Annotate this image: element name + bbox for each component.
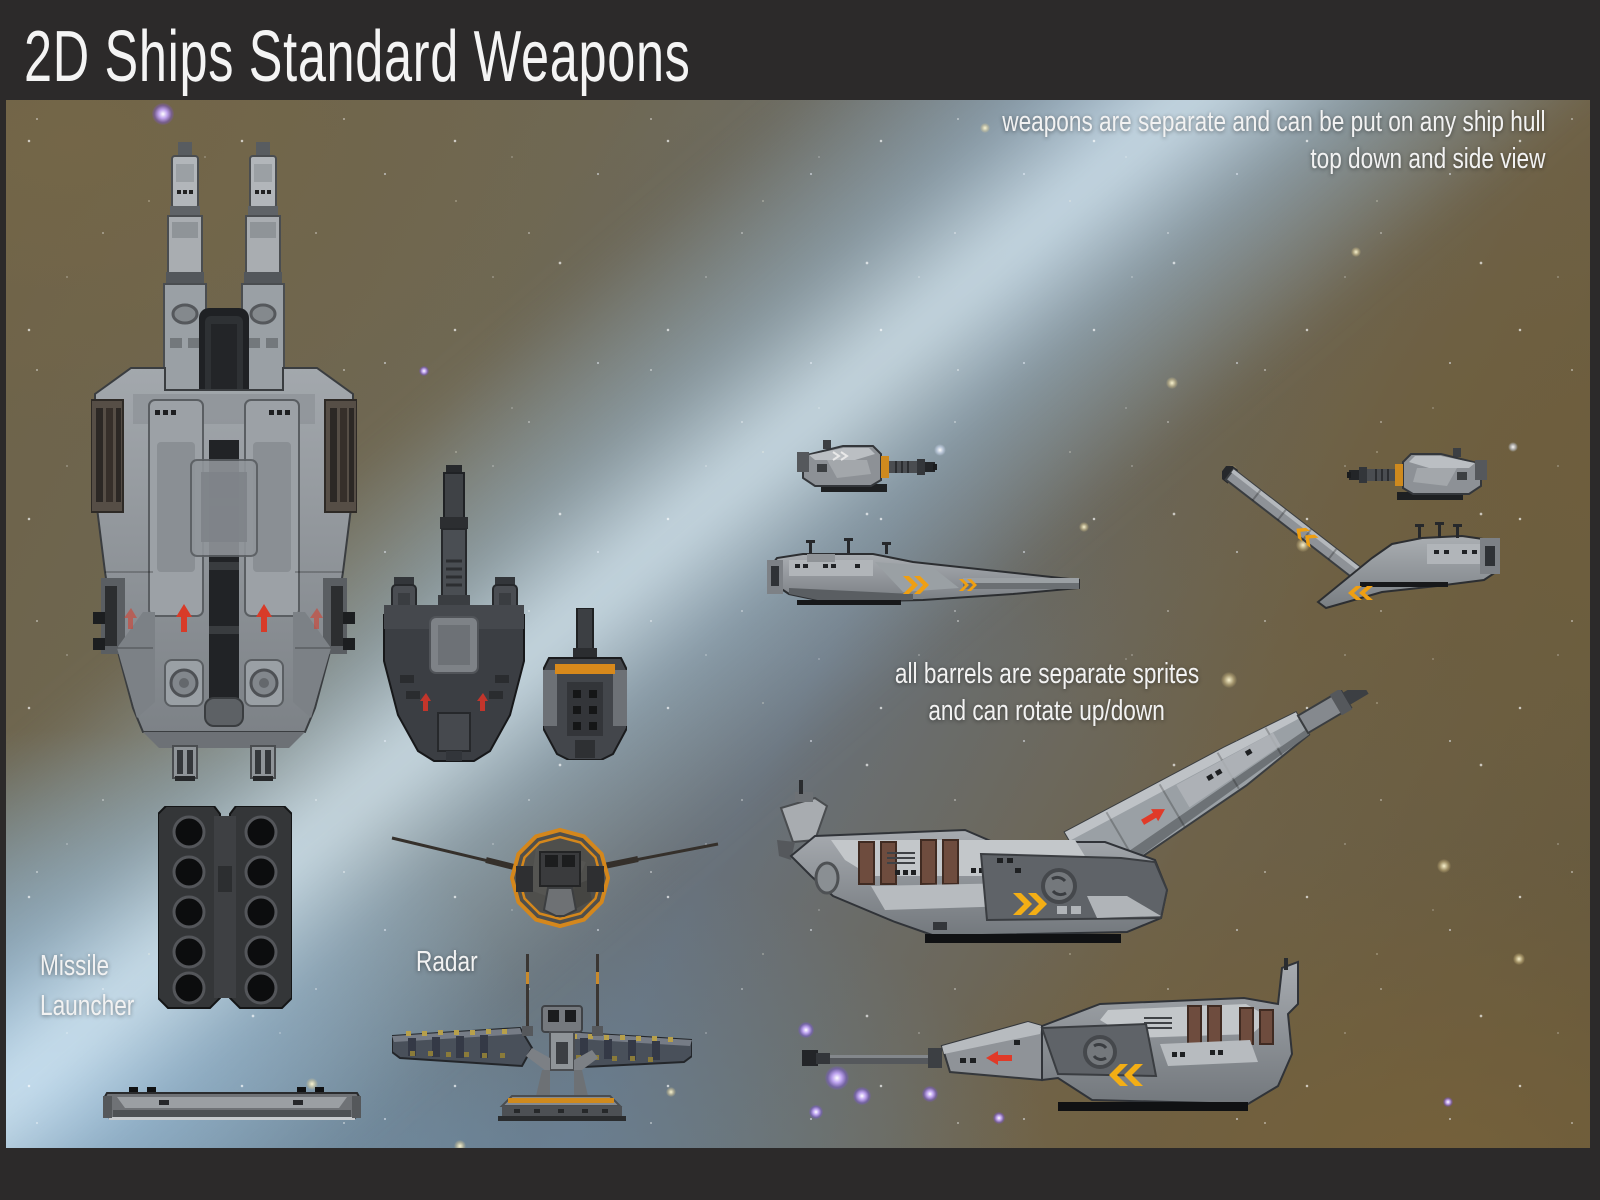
missile-launcher-topdown-sprite <box>158 806 292 1009</box>
cruiser-side-left-sprite <box>802 958 1299 1111</box>
star-glow <box>853 1087 871 1105</box>
star-glow <box>1351 247 1361 257</box>
cruiser-keel <box>925 934 1121 943</box>
small-turret-topdown-sprite <box>543 608 627 760</box>
orange-chevron-decals <box>903 576 977 594</box>
cruiser-side-right-sprite <box>777 690 1369 943</box>
star-glow <box>454 1140 466 1148</box>
yellow-chevron-decals <box>1109 1064 1143 1086</box>
star-glow <box>419 366 429 376</box>
radar-topdown-sprite <box>391 827 719 929</box>
cruiser-bow-fin <box>777 780 829 860</box>
radar-label: Radar <box>416 946 478 978</box>
note-barrels-rotate: all barrels are separate sprites and can… <box>847 656 1247 730</box>
orange-band-decal <box>881 456 889 478</box>
turret-barrel <box>889 459 937 475</box>
gunship-topdown-sprite <box>383 465 525 762</box>
space-canvas: weapons are separate and can be put on a… <box>6 100 1590 1148</box>
star-glow <box>1508 442 1518 452</box>
note-weapons-separate: weapons are separate and can be put on a… <box>849 104 1545 178</box>
radar-tower <box>526 1005 598 1096</box>
red-dot-decals <box>420 693 488 711</box>
red-arrow-decals <box>124 604 323 632</box>
star-glow <box>809 1105 823 1119</box>
cruiser-deck-containers <box>1187 1005 1274 1045</box>
star-glow <box>934 444 946 456</box>
radar-side-sprite <box>392 954 692 1121</box>
star-glow <box>922 1086 938 1102</box>
note-line: all barrels are separate sprites <box>894 658 1200 690</box>
missile-launcher-side-sprite <box>103 1087 361 1120</box>
battleship-thrusters <box>172 745 276 781</box>
destroyer-masts <box>806 538 891 554</box>
cruiser-boom-wedge <box>940 1020 1043 1082</box>
cruiser-deck-containers <box>858 839 959 885</box>
destroyer-raised-boom <box>1222 466 1362 579</box>
cruiser-keel <box>1058 1102 1248 1111</box>
note-line: top down and side view <box>1309 143 1545 175</box>
red-arrow-decal <box>1141 809 1165 825</box>
star-glow <box>993 1112 1005 1124</box>
star-glow <box>666 1087 676 1097</box>
page-title-text: 2D Ships Standard Weapons <box>24 17 691 97</box>
page-title: 2D Ships Standard Weapons <box>24 16 976 98</box>
star-glow <box>1443 1097 1453 1107</box>
cannon-turret-side-left-sprite <box>1347 448 1487 500</box>
missile-launcher-label: Missile Launcher <box>40 950 135 1022</box>
battleship-round-ports <box>164 659 284 707</box>
cruiser-raised-boom <box>1063 690 1369 889</box>
yellow-chevron-decals <box>1013 893 1047 915</box>
battleship-topdown-sprite <box>91 142 357 781</box>
star-glow <box>1437 859 1451 873</box>
star-glow <box>1166 377 1178 389</box>
missile-tubes <box>172 815 278 1005</box>
star-glow <box>152 103 174 125</box>
star-glow <box>798 1022 814 1038</box>
cruiser-level-barrel <box>802 1048 942 1068</box>
radar-base <box>498 1095 626 1121</box>
star-glow <box>1079 522 1089 532</box>
star-glow <box>980 123 990 133</box>
battleship-right-prong <box>241 142 285 391</box>
star-glow <box>825 1066 849 1090</box>
battleship-side-pod-left <box>91 399 124 513</box>
note-line: and can rotate up/down <box>928 695 1166 727</box>
radar-antennas <box>391 836 719 871</box>
orange-stripe-decal <box>555 664 615 674</box>
orange-chevron-decals <box>1348 586 1373 600</box>
radar-wing-left <box>392 1026 534 1068</box>
note-line: weapons are separate and can be put on a… <box>1001 106 1545 138</box>
destroyer-side-left-sprite <box>1222 466 1500 610</box>
destroyer-side-right-sprite <box>767 538 1080 605</box>
star-glow <box>1513 953 1525 965</box>
gunship-hull <box>383 614 525 762</box>
battleship-side-pod-right <box>324 399 357 513</box>
red-arrow-decal <box>986 1051 1012 1065</box>
cannon-turret-side-right-sprite <box>797 440 937 492</box>
star-glow <box>1221 672 1237 688</box>
